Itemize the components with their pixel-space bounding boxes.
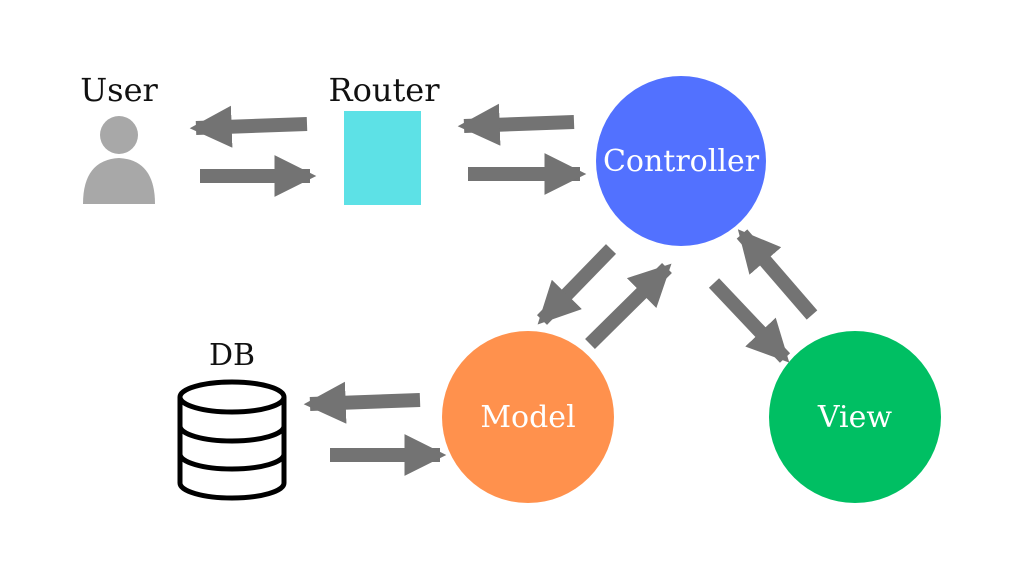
- arrow-router-to-user: [189, 105, 308, 148]
- database-icon: [177, 379, 287, 501]
- user-label: User: [80, 71, 158, 109]
- controller-label: Controller: [603, 144, 760, 179]
- arrow-controller-to-model: [536, 244, 617, 325]
- arrow-view-to-controller: [736, 229, 818, 320]
- arrow-controller-to-view: [708, 278, 791, 363]
- db-label: DB: [209, 338, 255, 373]
- arrow-model-to-controller: [585, 263, 672, 349]
- model-node: [442, 331, 614, 503]
- controller-node: [596, 76, 766, 246]
- view-node: [769, 331, 941, 503]
- person-icon: [83, 116, 155, 204]
- arrow-controller-to-router: [457, 103, 575, 146]
- arrow-model-to-db: [303, 381, 421, 424]
- view-label: View: [817, 400, 892, 435]
- router-label: Router: [328, 71, 440, 109]
- model-label: Model: [480, 400, 575, 435]
- router-box-icon: [344, 111, 421, 205]
